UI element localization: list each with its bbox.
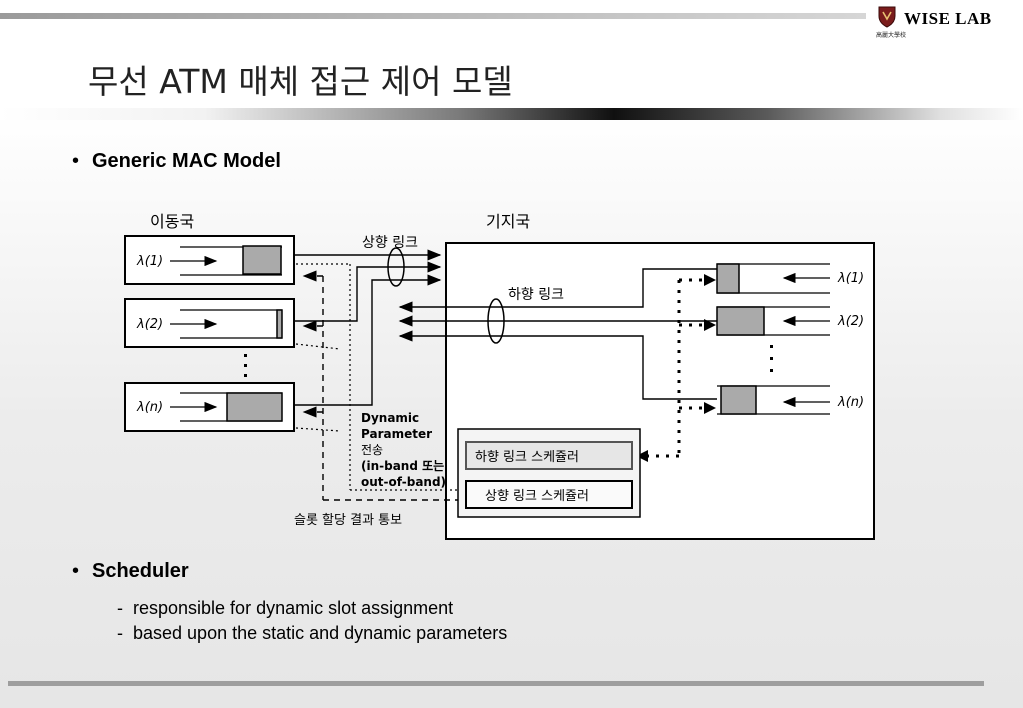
bullet-dot: • <box>72 150 80 172</box>
dynamic-text-2: Parameter <box>361 427 432 441</box>
mobile-lambda-2: λ(2) <box>136 317 163 332</box>
base-lambda-2: λ(2) <box>837 314 864 329</box>
logo-subtext: 高麗大學校 <box>876 33 907 39</box>
university-logo: WISE LAB 高麗大學校 <box>876 4 1016 39</box>
bullet-scheduler-label: Scheduler <box>92 560 189 582</box>
base-queue-n-arrow-icon <box>704 402 716 414</box>
uplink-lines <box>294 249 442 406</box>
uplink-bundle <box>387 247 405 287</box>
dynamic-text-5: out-of-band) <box>361 475 446 489</box>
logo-text: WISE LAB <box>904 9 992 28</box>
base-lambda-1: λ(1) <box>837 271 864 286</box>
mobile-lambda-1: λ(1) <box>136 254 163 269</box>
dynamic-text-3: 전송 <box>361 443 383 457</box>
downlink-label: 하향 링크 <box>508 287 564 303</box>
mobile-queue-1 <box>180 245 282 276</box>
mobile-queue-2 <box>180 309 283 339</box>
page-title: 무선 ATM 매체 접근 제어 모델 <box>88 62 513 101</box>
slot-result-lines <box>302 270 466 501</box>
dash-marker: - <box>117 598 133 618</box>
bullet-generic-mac: • Generic MAC Model <box>72 150 281 173</box>
base-queue-1 <box>716 263 830 294</box>
bullet-dot: • <box>72 560 80 582</box>
top-rule <box>0 13 866 19</box>
downlink-scheduler-arrow-icon <box>636 450 648 462</box>
base-ellipsis <box>770 345 773 372</box>
downlink-bundle <box>487 298 505 344</box>
title-underline <box>0 108 1023 120</box>
mobile-ellipsis <box>244 354 247 377</box>
scheduler-item-1: - responsible for dynamic slot assignmen… <box>117 598 453 619</box>
downlink-scheduler-label: 하향 링크 스케쥴러 <box>475 450 579 465</box>
bullet-scheduler: • Scheduler <box>72 560 189 583</box>
bottom-rule <box>8 681 984 686</box>
base-lambda-n: λ(n) <box>837 395 864 410</box>
mobile-lambda-n: λ(n) <box>136 400 163 415</box>
scheduler-item-1-text: responsible for dynamic slot assignment <box>133 598 454 618</box>
uplink-label: 상향 링크 <box>362 235 418 251</box>
scheduler-item-2-text: based upon the static and dynamic parame… <box>133 623 508 643</box>
dynamic-text-4: (in-band 또는 <box>361 459 444 473</box>
dynamic-parameter-lines <box>295 263 460 491</box>
dynamic-text-1: Dynamic <box>361 411 419 425</box>
slot-result-label: 슬롯 할당 결과 통보 <box>294 513 402 528</box>
scheduler-item-2: - based upon the static and dynamic para… <box>117 623 507 644</box>
uplink-scheduler-label: 상향 링크 스케쥴러 <box>485 489 589 504</box>
uplink-scheduler-box <box>465 480 633 509</box>
crest-icon <box>878 6 896 28</box>
base-queue-1-arrow-icon <box>704 274 716 286</box>
base-queue-2 <box>716 306 830 336</box>
mobile-queue-n <box>180 392 283 422</box>
downlink-scheduler-box <box>465 441 633 470</box>
downlink-lines <box>398 268 717 400</box>
bullet-generic-mac-label: Generic MAC Model <box>92 150 281 172</box>
dash-marker: - <box>117 623 133 643</box>
mobile-station-label: 이동국 <box>150 212 194 231</box>
base-queue-n <box>717 385 830 415</box>
base-queue-2-arrow-icon <box>704 319 716 331</box>
base-station-label: 기지국 <box>486 212 530 231</box>
